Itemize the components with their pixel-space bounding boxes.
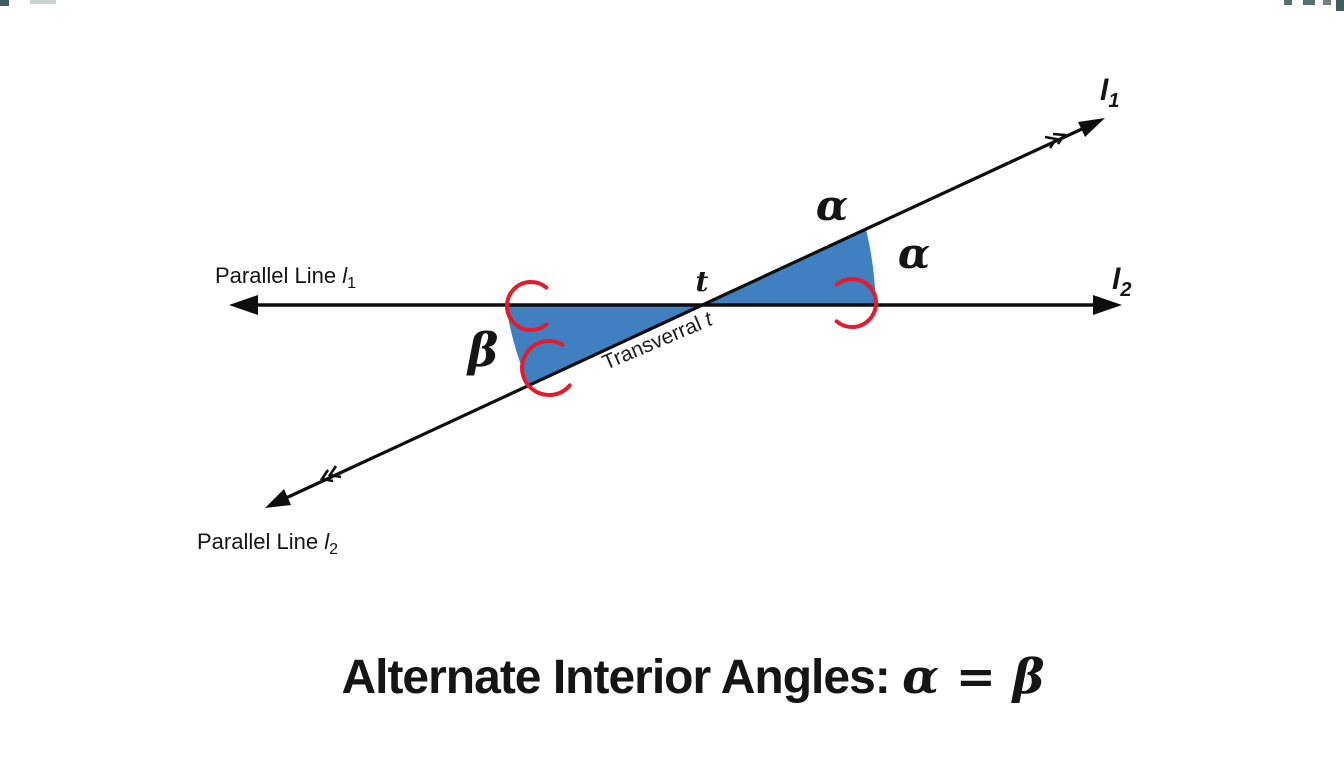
label-intersection-t: t bbox=[696, 265, 709, 298]
caption-text: Alternate Interior Angles: bbox=[341, 651, 902, 704]
horizontal-line bbox=[229, 295, 1122, 315]
label-subscript: 2 bbox=[329, 541, 338, 558]
label-l1-end: l1 bbox=[1100, 74, 1119, 112]
arrowhead-right-icon bbox=[1093, 295, 1122, 315]
caption-equation: α = β bbox=[902, 649, 1045, 705]
angle-arc-right-icon bbox=[834, 277, 878, 329]
scan-artifact bbox=[1336, 0, 1344, 11]
transversal-line-segment bbox=[285, 126, 1085, 500]
angle-arcs bbox=[505, 277, 878, 397]
scan-artifact bbox=[1284, 0, 1292, 5]
label-parallel-line-2: Parallel Line l2 bbox=[197, 529, 338, 558]
scan-artifact bbox=[1303, 0, 1315, 5]
label-parallel-line-1: Parallel Line l1 bbox=[215, 263, 356, 292]
label-angle-alpha-right: α bbox=[898, 229, 930, 278]
label-angle-beta: β bbox=[466, 323, 499, 377]
parallel-tick-marks-top bbox=[1044, 132, 1067, 149]
tick-chevron-icon bbox=[327, 465, 342, 479]
angle-arc-upper-left-icon bbox=[505, 280, 549, 332]
label-angle-alpha-above: α bbox=[816, 181, 848, 230]
scan-artifacts bbox=[0, 0, 1344, 11]
label-text: Parallel Line bbox=[215, 263, 342, 288]
angle-beta-region bbox=[506, 305, 702, 385]
parallel-tick-marks-bottom bbox=[319, 465, 342, 483]
label-subscript: 2 bbox=[1119, 279, 1131, 301]
scan-artifact bbox=[1323, 0, 1331, 5]
label-text: Parallel Line bbox=[197, 529, 324, 554]
label-symbol: l bbox=[1100, 74, 1109, 107]
arrowhead-left-icon bbox=[229, 295, 258, 315]
arrowhead-bottom-left-icon bbox=[265, 489, 291, 508]
tick-chevron-icon bbox=[1044, 135, 1059, 149]
label-subscript: 1 bbox=[1108, 90, 1119, 112]
tick-chevron-icon bbox=[319, 469, 334, 483]
transversal-line bbox=[265, 118, 1105, 508]
label-symbol: l bbox=[1112, 263, 1121, 296]
caption-title: Alternate Interior Angles: α = β bbox=[341, 649, 1044, 705]
scan-artifact bbox=[0, 0, 9, 6]
tick-chevron-icon bbox=[1052, 132, 1067, 145]
label-subscript: 1 bbox=[347, 275, 356, 292]
angle-arc-lower-left-icon bbox=[520, 339, 572, 397]
label-symbol: l bbox=[324, 529, 330, 554]
arrowhead-top-right-icon bbox=[1078, 118, 1105, 137]
label-l2-end: l2 bbox=[1112, 263, 1131, 301]
label-symbol: l bbox=[342, 263, 348, 288]
scan-artifact bbox=[30, 0, 56, 4]
